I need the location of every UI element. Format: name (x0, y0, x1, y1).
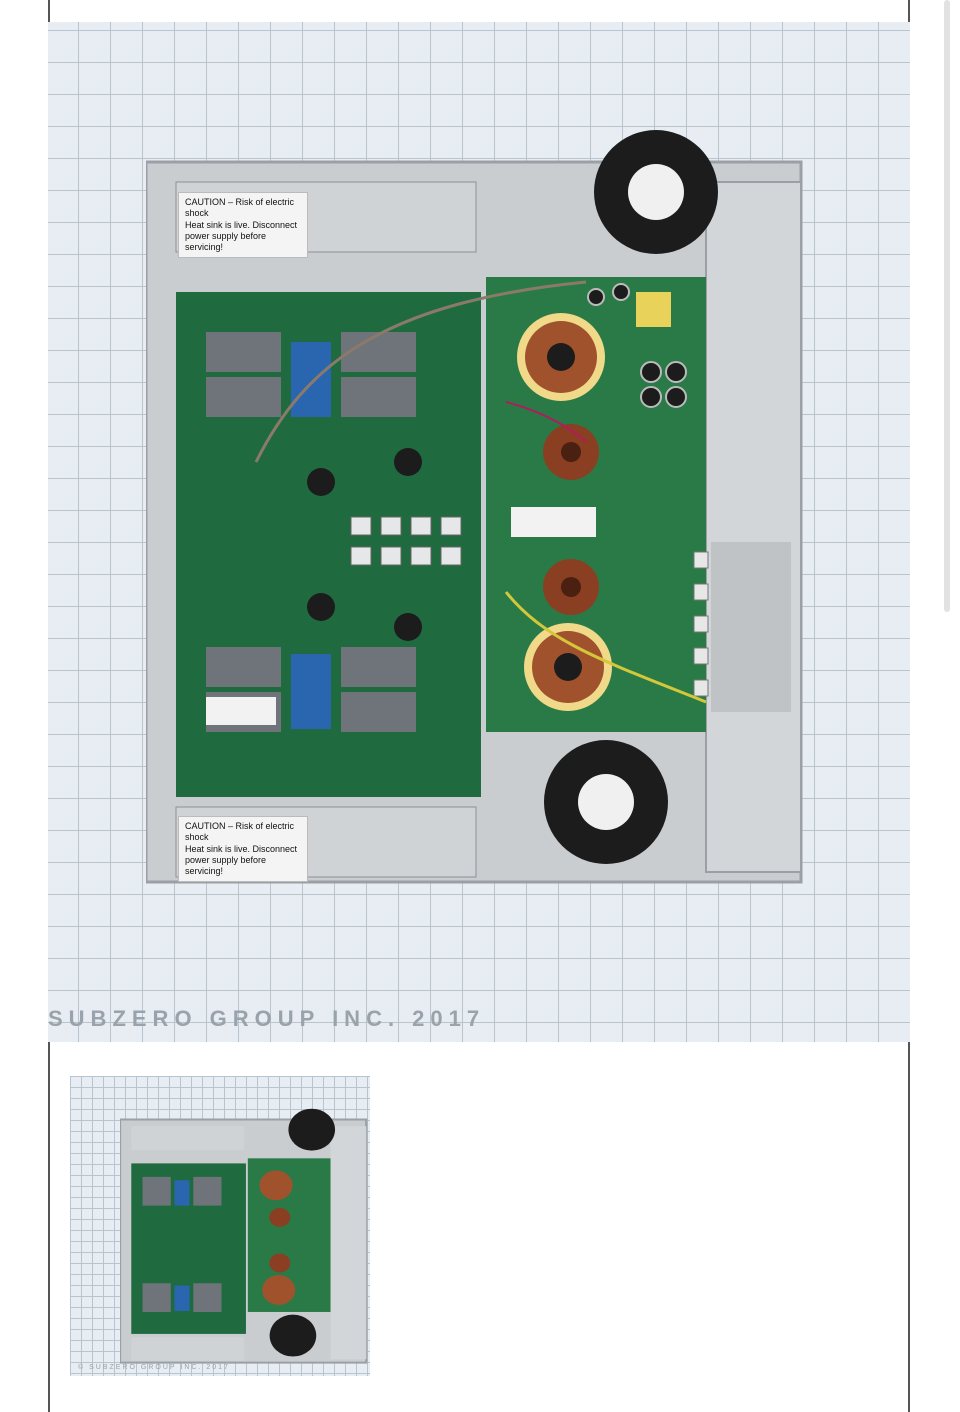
thumbnail-watermark: © SUBZERO GROUP INC. 2017 (78, 1364, 230, 1371)
main-product-image[interactable]: CAUTION – Risk of electric shock Heat si… (48, 22, 910, 1042)
thumbnail-control-board-illustration (120, 1106, 370, 1366)
caution-label-bottom: CAUTION – Risk of electric shock Heat si… (178, 816, 308, 883)
thumbnail-product-image[interactable]: © SUBZERO GROUP INC. 2017 (70, 1076, 370, 1376)
watermark: SUBZERO GROUP INC. 2017 (48, 1006, 486, 1031)
caution-label-top: CAUTION – Risk of electric shock Heat si… (178, 192, 308, 259)
scrollbar[interactable] (944, 0, 950, 612)
